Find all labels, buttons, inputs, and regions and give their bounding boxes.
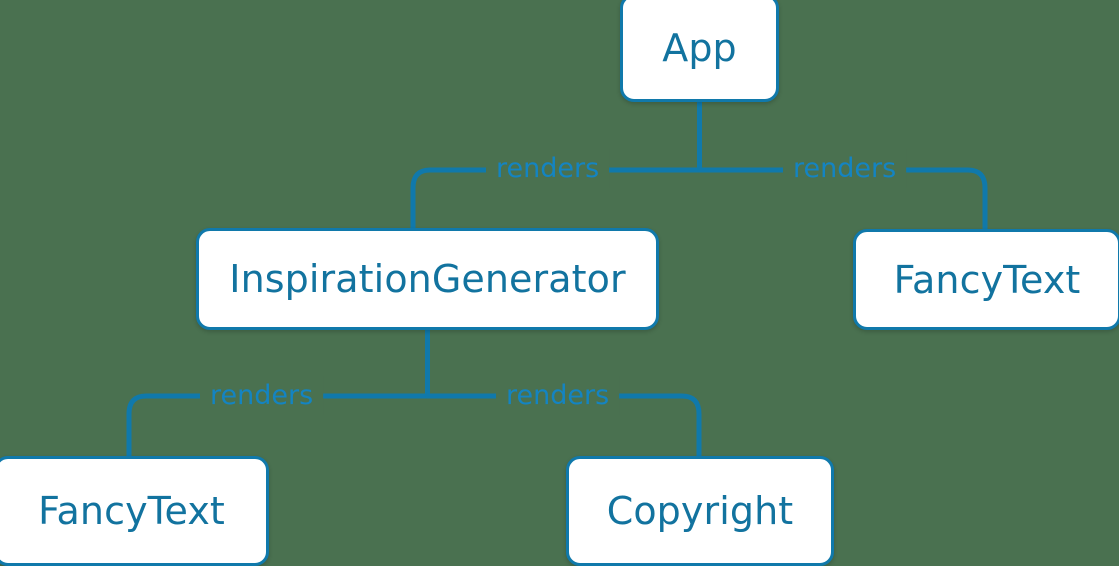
node-app[interactable]: App (620, 0, 779, 102)
edge-app-to-inspiration-generator (410, 167, 702, 232)
node-inspiration-generator[interactable]: InspirationGenerator (196, 228, 659, 330)
node-app-label: App (662, 26, 737, 70)
edge-inspiration-to-copyright (425, 393, 702, 459)
edge-label-gap-mask (486, 149, 610, 188)
edge-label-app-to-fancytext-right: renders (793, 153, 897, 184)
edge-label-gap-mask (200, 376, 324, 415)
edge-label-inspiration-generator-to-copyright: renders (506, 380, 610, 411)
edge-inspiration-to-fancytext-bottom (126, 393, 430, 459)
node-fancytext-bottom[interactable]: FancyText (0, 456, 269, 566)
node-copyright[interactable]: Copyright (566, 456, 834, 566)
edge-label-gap-mask (783, 149, 907, 188)
node-fancytext-bottom-label: FancyText (38, 489, 225, 533)
node-fancytext-right-label: FancyText (893, 257, 1081, 302)
edge-label-inspiration-generator-to-fancytext-bottom: renders (210, 380, 314, 411)
edge-label-app-to-inspiration-generator: renders (496, 153, 600, 184)
edge-app-to-fancytext-right (697, 167, 988, 232)
edge-label-gap-mask (496, 376, 620, 415)
node-inspiration-generator-label: InspirationGenerator (229, 257, 626, 301)
node-fancytext-right[interactable]: FancyText (853, 229, 1119, 330)
node-copyright-label: Copyright (606, 489, 794, 533)
